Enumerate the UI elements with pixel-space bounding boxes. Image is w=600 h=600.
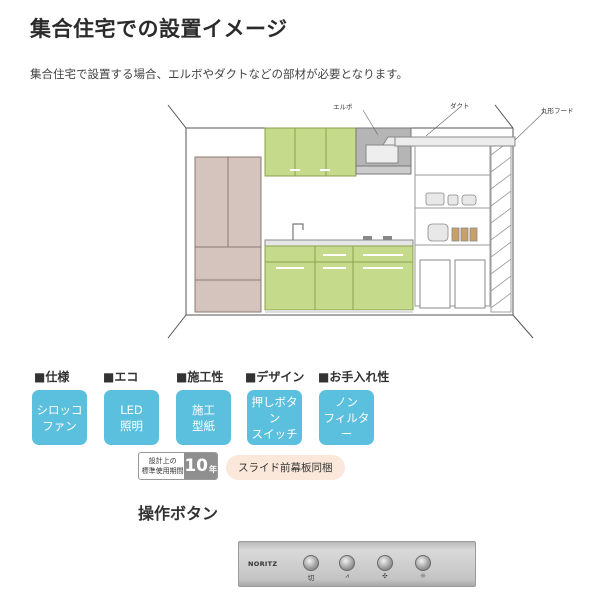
label-elbow: エルボ [333,103,353,111]
fan-low-button [339,555,355,571]
elbow-callout: エルボ [333,103,379,136]
feature-label-line1: ノン [335,394,358,409]
feature-install-template: 施工 型紙 [176,390,231,445]
duct-illustration [394,136,516,147]
feature-label-line2: ファン [42,418,77,433]
feature-label-line2: 型紙 [192,418,215,433]
category-design: ■デザイン [245,370,305,384]
feature-label-line2: フィルター [323,410,370,441]
feature-push-button-switch: 押しボタン スイッチ [247,390,302,445]
fan-high-icon: ✣ [382,572,388,580]
label-duct: ダクト [450,101,470,110]
refrigerator-illustration [194,156,262,313]
control-section-heading: 操作ボタン [138,504,219,523]
fan-high-button [377,555,393,571]
label-round-hood: 丸形フード [541,106,574,115]
category-maintenance: ■お手入れ性 [318,370,390,384]
power-off-button [303,555,319,571]
category-installation: ■施工性 [176,370,224,384]
category-eco: ■エコ [103,370,139,384]
feature-label-line1: シロッコ [36,402,83,417]
brand-logo: NORITZ [248,560,278,568]
upper-cabinets-illustration [264,127,357,177]
control-panel: NORITZ 切 ⩘ ✣ ☼ [238,541,476,587]
feature-label-line1: 押しボタン [251,394,298,425]
badge-line1: 設計上の [148,457,177,465]
category-spec: ■仕様 [34,370,70,384]
feature-sirocco-fan: シロッコ ファン [32,390,87,445]
page-title: 集合住宅での設置イメージ [30,17,288,41]
light-button [415,555,431,571]
feature-label-line1: 施工 [192,402,215,417]
badge-line2: 標準使用期間 [141,467,184,475]
installation-diagram: エルボ ダクト 丸形フード [167,101,574,339]
light-icon: ☼ [420,572,426,580]
feature-label-line2: 照明 [120,418,143,433]
feature-non-filter: ノン フィルター [319,390,374,445]
badge-years: 10 [184,456,208,476]
feature-label-line1: LED [120,402,143,417]
lower-cabinets-illustration [264,239,414,311]
feature-led-light: LED 照明 [104,390,159,445]
slide-panel-included-tag: スライド前幕板同梱 [226,455,345,480]
badge-years-unit: 年 [209,464,217,474]
power-off-icon: 切 [307,574,315,582]
fan-low-icon: ⩘ [345,572,349,580]
page-description: 集合住宅で設置する場合、エルボやダクトなどの部材が必要となります。 [30,67,409,81]
duct-callout: ダクト [425,101,470,137]
feature-label-line2: スイッチ [251,426,298,441]
hood-callout: 丸形フード [514,106,574,141]
range-hood-illustration [355,127,412,175]
